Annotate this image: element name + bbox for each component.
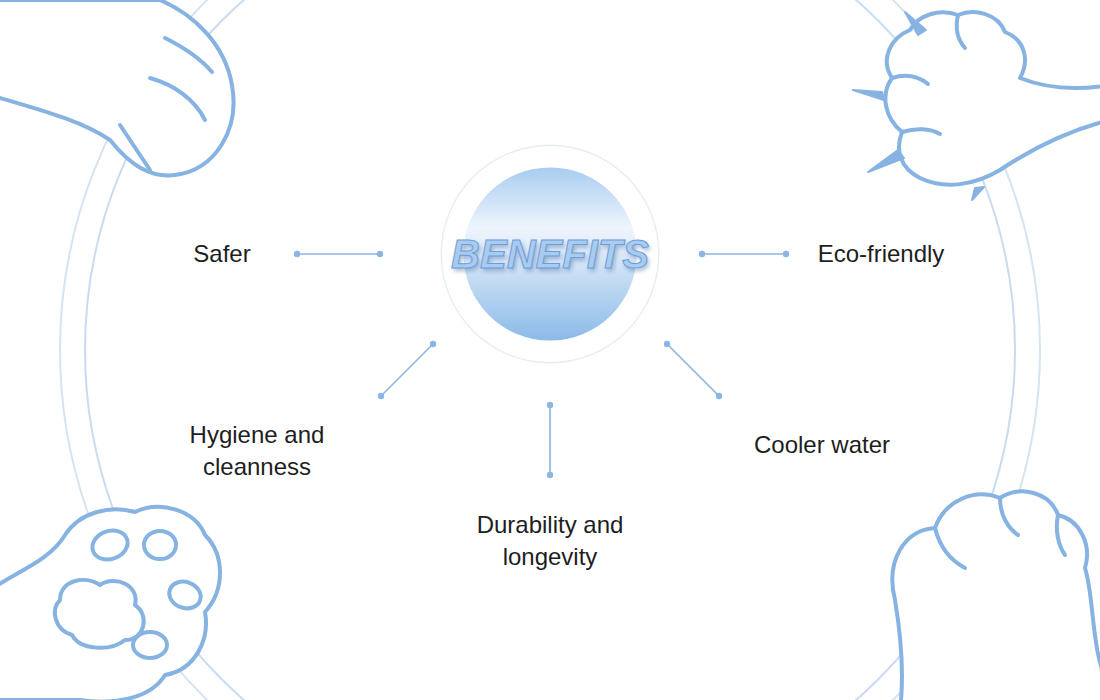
benefit-label: Durability and longevity — [445, 509, 655, 574]
paw-toe-line — [892, 76, 928, 84]
paw-pad — [166, 577, 205, 612]
paw-pad — [88, 526, 131, 565]
leader-dot — [664, 341, 670, 347]
benefit-label: Hygiene and cleanness — [162, 419, 352, 484]
paw-claw — [868, 150, 904, 172]
paw-toe-line — [902, 129, 940, 134]
paw-toe-line — [1057, 515, 1065, 555]
benefit-label: Safer — [193, 238, 250, 270]
paw-main-pad — [55, 580, 144, 648]
cat-paw — [885, 12, 1100, 185]
leader-dot — [783, 251, 789, 257]
paw-toe-line — [150, 78, 205, 120]
paw-claw — [853, 90, 884, 100]
paw-toe-line — [1000, 498, 1018, 535]
paw-pad — [144, 531, 176, 559]
leader-dot — [699, 251, 705, 257]
paw-toe-line — [935, 528, 965, 568]
leader-line — [667, 344, 719, 396]
circle-title: BENEFITS — [451, 232, 649, 277]
benefit-label: Eco-friendly — [818, 238, 945, 270]
cat-paw — [892, 492, 1100, 700]
leader-line — [297, 253, 380, 255]
leader-dot — [716, 393, 722, 399]
leader-line — [702, 253, 786, 255]
leader-dot — [377, 251, 383, 257]
leader-line — [549, 405, 551, 475]
leader-dot — [547, 472, 553, 478]
leader-dot — [547, 402, 553, 408]
paw-toe-line — [165, 38, 212, 72]
cat-paw — [0, 507, 220, 700]
leader-dot — [430, 341, 436, 347]
paw-claw — [972, 187, 984, 200]
leader-dot — [378, 393, 384, 399]
leader-dot — [294, 251, 300, 257]
paw-toe-line — [957, 15, 965, 48]
leader-line — [381, 344, 433, 396]
paw-claw — [905, 12, 926, 35]
benefit-label: Cooler water — [754, 429, 890, 461]
paw-toe-line — [120, 125, 150, 170]
cat-paw — [0, 0, 233, 175]
benefits-circle: BENEFITS — [439, 143, 661, 365]
